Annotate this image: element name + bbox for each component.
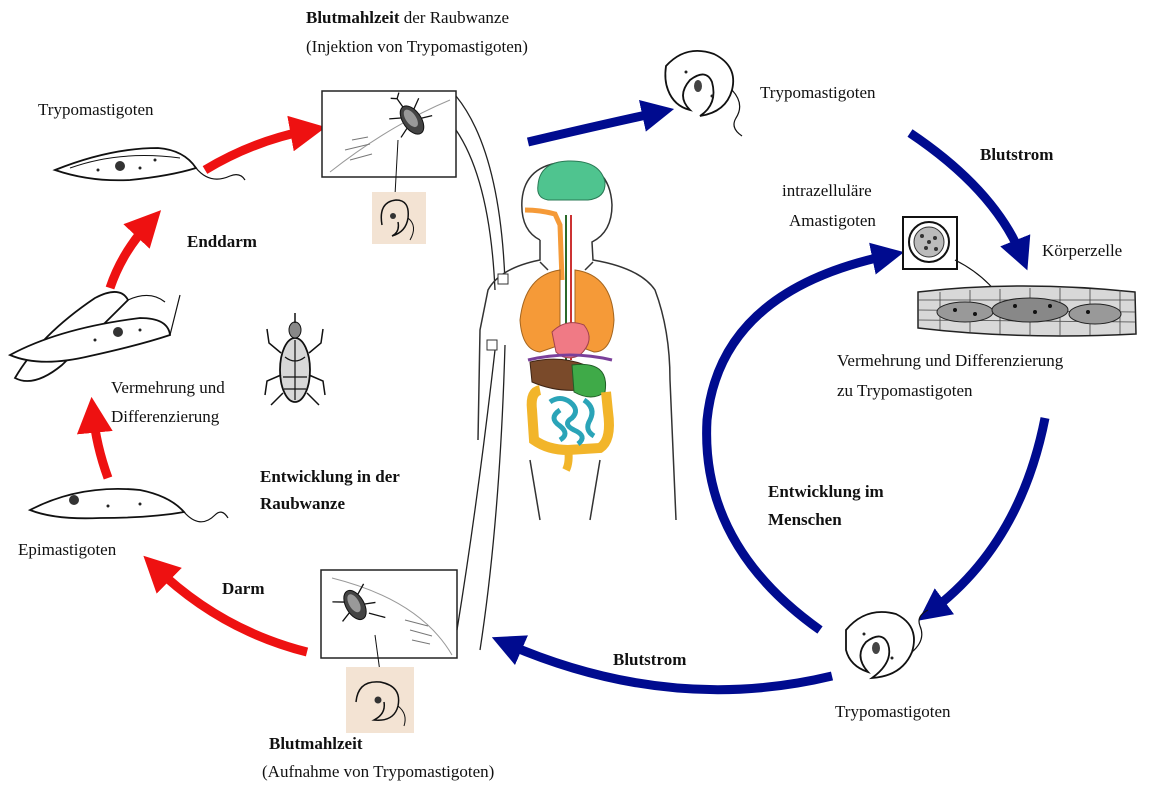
- arrow-cell-to-trypomastigotes: [930, 418, 1045, 612]
- bite-inset-bottom: [321, 570, 457, 672]
- bite-top-line2: (Injektion von Trypomastigoten): [306, 36, 528, 58]
- bite-bottom-bold: Blutmahlzeit: [269, 733, 363, 755]
- trypanosome-parasite-icon: [846, 610, 928, 678]
- bite-top-bold: Blutmahlzeit: [306, 8, 400, 27]
- amastigote-label-line1: intrazelluläre: [782, 180, 872, 202]
- bloodstream-right-label: Blutstrom: [980, 144, 1053, 166]
- human-anatomy-icon: [478, 161, 676, 520]
- hindgut-label: Enddarm: [187, 231, 257, 253]
- trypomastigotes-top-right-label: Trypomastigoten: [760, 82, 876, 104]
- parasite-inset-bottom: [346, 667, 414, 733]
- parasite-inset-top: [372, 192, 426, 244]
- arrow-to-top-bite: [205, 130, 310, 170]
- airway: [525, 210, 562, 280]
- epimastigotes-label: Epimastigoten: [18, 539, 116, 561]
- multiply-human-line1: Vermehrung und Differenzierung: [837, 350, 1063, 372]
- colon-tail: [566, 448, 569, 470]
- multiply-human-line2: zu Trypomastigoten: [837, 380, 973, 402]
- arrow-trypomastigotes-to-cell: [707, 255, 890, 630]
- muscle-tissue-icon: [918, 286, 1136, 336]
- arrow-epimastigotes-up: [93, 413, 108, 478]
- trypomastigotes-top-left-label: Trypomastigoten: [38, 99, 154, 121]
- trypanosome-parasite-icon: [665, 51, 742, 136]
- small-intestine: [550, 399, 594, 445]
- heart: [552, 323, 589, 358]
- arrow-to-trypomastigotes-top: [528, 112, 660, 142]
- bloodstream-bottom-label: Blutstrom: [613, 649, 686, 671]
- dev-human-line2: Menschen: [768, 509, 842, 531]
- bite-top-label: Blutmahlzeit der Raubwanze: [306, 7, 509, 29]
- brain: [538, 161, 605, 200]
- bite-inset-top: [322, 85, 456, 195]
- multiply-bug-line1: Vermehrung und: [111, 377, 225, 399]
- dev-human-line1: Entwicklung im: [768, 481, 884, 503]
- amastigote-label-line2: Amastigoten: [789, 210, 876, 232]
- bite-top-rest: der Raubwanze: [400, 8, 510, 27]
- gut-label: Darm: [222, 578, 264, 600]
- body-cell-label: Körperzelle: [1042, 240, 1122, 262]
- arrow-multiply-up: [110, 222, 150, 288]
- dev-bug-line1: Entwicklung in der: [260, 466, 400, 488]
- trypanosome-parasite-icon: [10, 292, 180, 381]
- bite-bottom-line2: (Aufnahme von Trypomastigoten): [262, 761, 494, 783]
- trypomastigotes-bottom-right-label: Trypomastigoten: [835, 701, 951, 723]
- dev-bug-line2: Raubwanze: [260, 493, 345, 515]
- multiply-bug-line2: Differenzierung: [111, 406, 219, 428]
- stomach: [572, 364, 606, 397]
- triatomine-bug-icon: [265, 313, 325, 405]
- trypanosome-parasite-icon: [30, 489, 228, 522]
